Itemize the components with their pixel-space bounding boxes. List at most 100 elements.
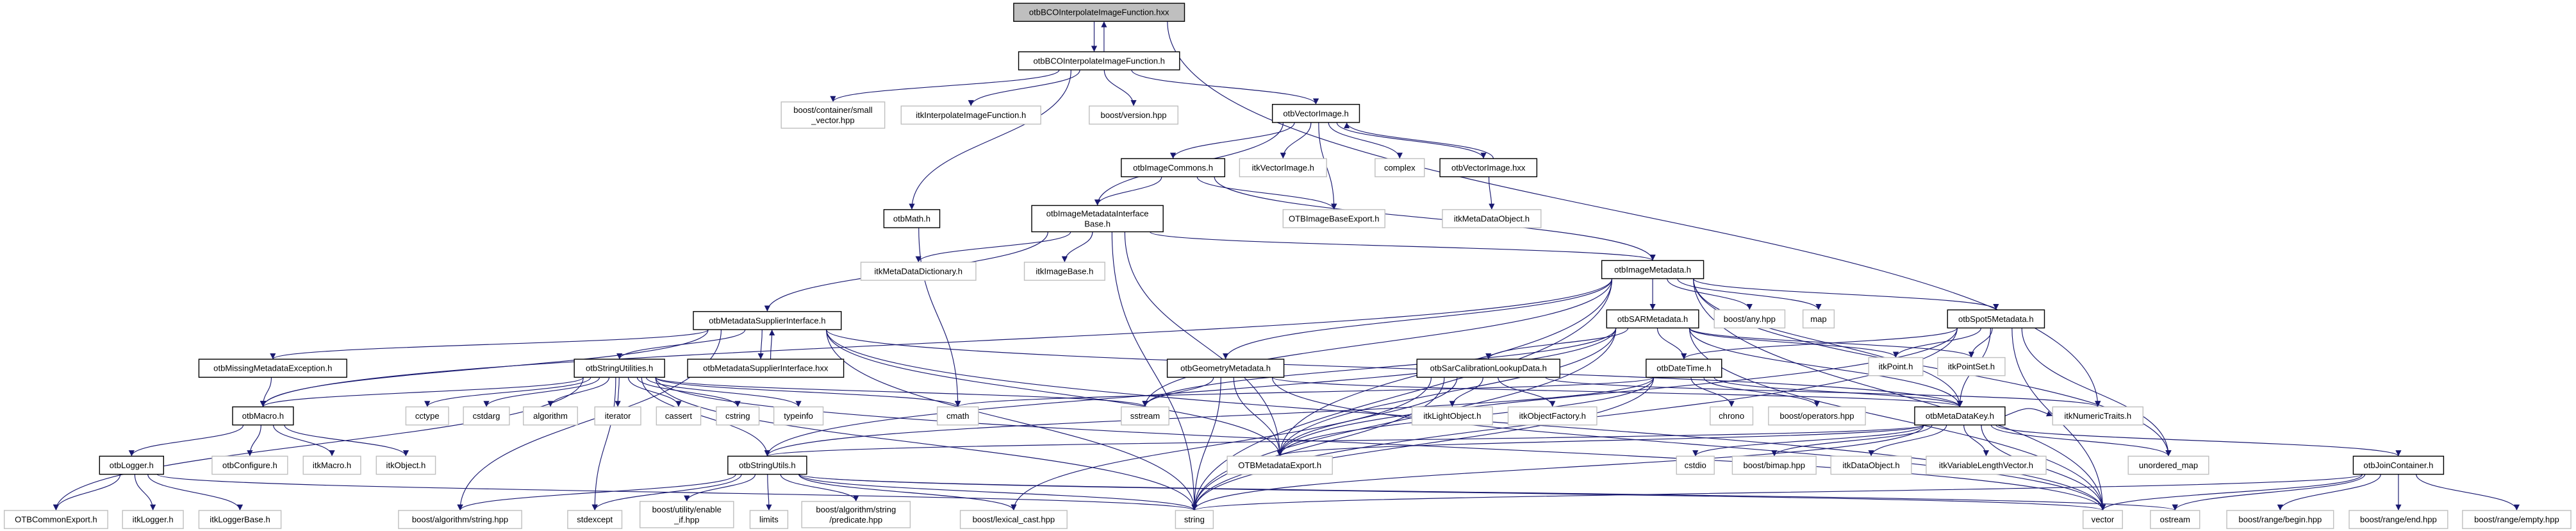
edge-otbgeometrymetadata-h-to-otbmetadataexport-h: [1233, 377, 1283, 457]
edge-otbvectorimage-h-to-otbimagecommons-h: [1170, 122, 1295, 159]
node-box: [1271, 104, 1360, 123]
node-otbspot5metadata-h[interactable]: otbSpot5Metadata.h: [1947, 309, 2045, 329]
edge-otbimagemetadatainterfacebase-h-to-itkimagebase-h: [1061, 232, 1093, 262]
node-box: [122, 510, 184, 529]
node-box: [773, 406, 824, 426]
node-boost-any-hpp: boost/any.hpp: [1713, 309, 1786, 329]
edge-otbsarmetadata-h-to-otbdatetime-h: [1656, 328, 1687, 360]
node-label: otbVectorImage.h: [1283, 108, 1348, 118]
node-label: itkMetaDataObject.h: [1454, 214, 1530, 223]
node-otbmacro-h[interactable]: otbMacro.h: [232, 406, 294, 426]
edge-otbsarmetadata-h-to-otbstringutils-h: [764, 328, 1617, 457]
node-cmath: cmath: [936, 406, 979, 426]
node-stdexcept: stdexcept: [567, 510, 623, 529]
node-otbbcointerpolateimagefunction-hxx[interactable]: otbBCOInterpolateImageFunction.hxx: [1013, 3, 1185, 22]
node-box: [1676, 455, 1715, 475]
edge-otbimagemetadata-h-to-sstream: [1142, 278, 1613, 407]
node-label: otbMetadataSupplierInterface.h: [709, 316, 825, 325]
node-iterator: iterator: [594, 406, 641, 426]
node-label: string: [1184, 515, 1205, 525]
edge-otbmacro-h-to-itkmacro-h: [272, 425, 335, 457]
edge-otbsarmetadata-h-to-sstream: [1142, 328, 1617, 407]
node-itkobject-h: itkObject.h: [376, 455, 436, 475]
node-otblogger-h[interactable]: otbLogger.h: [99, 455, 165, 475]
node-label: _if.hpp: [673, 515, 699, 525]
node-sstream: sstream: [1121, 406, 1169, 426]
node-label: otbMacro.h: [242, 411, 284, 421]
edge-otbmetadatakey-h-to-otbmetadataexport-h: [1276, 425, 1924, 457]
node-box: [727, 455, 807, 475]
node-label: limits: [759, 515, 779, 525]
edge-otbmetadatakey-h-to-boost-bimap-hpp: [1771, 425, 1933, 457]
node-label: ostream: [2160, 515, 2190, 525]
edge-otbmetadatakey-h-to-unordered-map: [1990, 425, 2172, 457]
node-otbstringutils-h[interactable]: otbStringUtils.h: [727, 455, 807, 475]
node-itkobjectfactory-h: itkObjectFactory.h: [1507, 406, 1598, 426]
node-box: [1031, 205, 1164, 233]
node-label: itkNumericTraits.h: [2064, 411, 2131, 421]
node-box: [3, 510, 108, 529]
node-otbimagebaseexport-h: OTBImageBaseExport.h: [1282, 209, 1385, 228]
node-otbsarmetadata-h[interactable]: otbSARMetadata.h: [1606, 309, 1699, 329]
node-otbimagemetadata-h[interactable]: otbImageMetadata.h: [1601, 260, 1705, 280]
edge-otbmetadatakey-h-to-otbstringutils-h: [764, 425, 1924, 457]
node-label: otbMath.h: [893, 214, 930, 223]
node-cstdarg: cstdarg: [463, 406, 510, 426]
edge-otbmacro-h-to-itkobject-h: [284, 425, 409, 457]
node-label: sstream: [1130, 411, 1160, 421]
node-label: boost/operators.hpp: [1779, 411, 1854, 421]
edge-otbimagemetadata-h-to-map: [1677, 278, 1822, 310]
node-cstdio: cstdio: [1676, 455, 1715, 475]
edge-otbspot5metadata-h-to-otbdatetime-h: [1681, 327, 1958, 360]
node-otbmissingmetadataexception-h[interactable]: otbMissingMetadataException.h: [198, 358, 347, 378]
edge-otbsarmetadata-h-to-otbmetadataexport-h: [1276, 328, 1617, 457]
edge-otbstringutilities-h-to-algorithm: [547, 377, 610, 407]
node-itkimagebase-h: itkImageBase.h: [1023, 262, 1105, 281]
node-otbmetadatasupplierinterface-h[interactable]: otbMetadataSupplierInterface.h: [693, 311, 842, 330]
node-otbmetadatakey-h[interactable]: otbMetaDataKey.h: [1914, 406, 2006, 426]
edge-otblogger-h-to-otbcommonexport-h: [53, 474, 121, 511]
node-label: _vector.hpp: [811, 115, 855, 125]
node-otbgeometrymetadata-h[interactable]: otbGeometryMetadata.h: [1166, 358, 1285, 378]
edge-otbmetadatakey-h-to-otbjoincontainer-h: [1995, 425, 2402, 457]
edge-otbsarmetadata-h-to-otbsarcalibrationlookupdata-h: [1485, 328, 1629, 360]
edge-otbbcointerpolateimagefunction-h-to-otbmath-h: [909, 69, 1071, 210]
node-otbimagecommons-h[interactable]: otbImageCommons.h: [1121, 158, 1226, 178]
edge-otbstringutils-h-to-boost-algorithm-string-hpp: [457, 474, 736, 511]
node-label: OTBMetadataExport.h: [1238, 460, 1321, 470]
node-otbdatetime-h[interactable]: otbDateTime.h: [1646, 358, 1722, 378]
node-box: [523, 406, 579, 426]
node-cctype: cctype: [405, 406, 449, 426]
node-box: [1868, 357, 1924, 376]
node-otbmath-h[interactable]: otbMath.h: [883, 209, 941, 228]
node-box: [1411, 406, 1493, 426]
node-label: boost/bimap.hpp: [1743, 460, 1805, 470]
node-box: [99, 455, 165, 475]
node-box: [2150, 510, 2200, 529]
edge-otbstringutilities-h-to-sstream: [655, 376, 1148, 407]
edge-otbmath-h-to-cmath: [918, 228, 961, 407]
node-box: [2083, 510, 2123, 529]
node-otbjoincontainer-h[interactable]: otbJoinContainer.h: [2352, 455, 2445, 475]
node-otbvectorimage-h[interactable]: otbVectorImage.h: [1271, 104, 1360, 123]
node-otbvectorimage-hxx[interactable]: otbVectorImage.hxx: [1439, 158, 1538, 178]
node-otbsarcalibrationlookupdata-h[interactable]: otbSarCalibrationLookupData.h: [1416, 358, 1560, 378]
node-box: [640, 501, 734, 528]
edge-otbvectorimage-h-to-otbvectorimage-hxx: [1336, 122, 1487, 159]
node-otbmetadataexport-h: OTBMetadataExport.h: [1226, 455, 1333, 475]
node-label: vector: [2092, 515, 2115, 525]
node-box: [1646, 358, 1722, 378]
node-box: [749, 510, 789, 529]
node-label: boost/algorithm/string: [816, 505, 896, 514]
node-otbmetadatasupplierinterface-hxx[interactable]: otbMetadataSupplierInterface.hxx: [687, 358, 845, 378]
node-otbstringutilities-h[interactable]: otbStringUtilities.h: [574, 358, 665, 378]
edge-otbmetadatasupplierinterface-h-to-string: [826, 329, 1198, 510]
node-label: itkLoggerBase.h: [210, 515, 270, 525]
node-box: [1914, 406, 2006, 426]
node-boost-bimap-hpp: boost/bimap.hpp: [1731, 455, 1817, 475]
node-box: [1731, 455, 1817, 475]
edge-otbmetadatasupplierinterface-h-to-otbmissingmetadataexception-h: [270, 329, 709, 360]
node-otbbcointerpolateimagefunction-h[interactable]: otbBCOInterpolateImageFunction.h: [1018, 51, 1180, 71]
node-box: [1121, 158, 1226, 178]
